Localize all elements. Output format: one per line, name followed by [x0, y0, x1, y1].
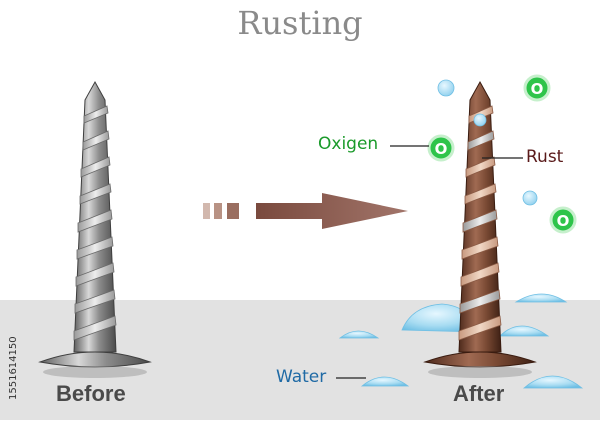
- screw-before-head: [38, 351, 152, 368]
- label-before: Before: [56, 381, 126, 406]
- label-water: Water: [276, 367, 327, 387]
- screw-after-shadow: [428, 366, 532, 378]
- screw-after-threads: [458, 105, 502, 341]
- label-rust: Rust: [526, 147, 564, 167]
- diagram-title: Rusting: [237, 4, 363, 42]
- label-after: After: [453, 381, 505, 406]
- arrow-dash-2: [214, 203, 222, 219]
- oxygen-molecules: O O O: [427, 74, 577, 234]
- oxygen-molecule-2: [427, 134, 455, 162]
- oxygen-symbol-2: O: [435, 140, 448, 158]
- screw-before: [38, 80, 152, 378]
- bubble-3: [522, 190, 538, 206]
- water-drop-labeled: [360, 376, 410, 387]
- oxygen-molecule-1: [523, 74, 551, 102]
- transformation-arrow: [203, 193, 408, 229]
- bubble-2: [473, 113, 487, 127]
- label-oxygen: Oxigen: [318, 134, 379, 154]
- water-drop-top-right: [514, 293, 568, 303]
- bubble-1: [437, 79, 455, 97]
- screw-after: [423, 80, 537, 378]
- oxygen-symbol-3: O: [557, 212, 570, 230]
- arrow-dash-1: [203, 203, 210, 219]
- side-id-number: 1551614150: [8, 336, 19, 400]
- arrow-body: [256, 193, 408, 229]
- water-drop-bottom-right: [522, 375, 584, 389]
- screw-before-shadow: [43, 366, 147, 378]
- oxygen-symbol-1: O: [531, 80, 544, 98]
- water-drop-small-left: [338, 330, 380, 339]
- screw-before-threads: [73, 105, 117, 341]
- arrow-dash-3: [227, 203, 239, 219]
- water-drops: [338, 293, 584, 389]
- water-drop-mid-right: [499, 325, 550, 337]
- air-bubbles: [437, 79, 538, 206]
- oxygen-molecule-3: [549, 206, 577, 234]
- screw-after-head: [423, 351, 537, 368]
